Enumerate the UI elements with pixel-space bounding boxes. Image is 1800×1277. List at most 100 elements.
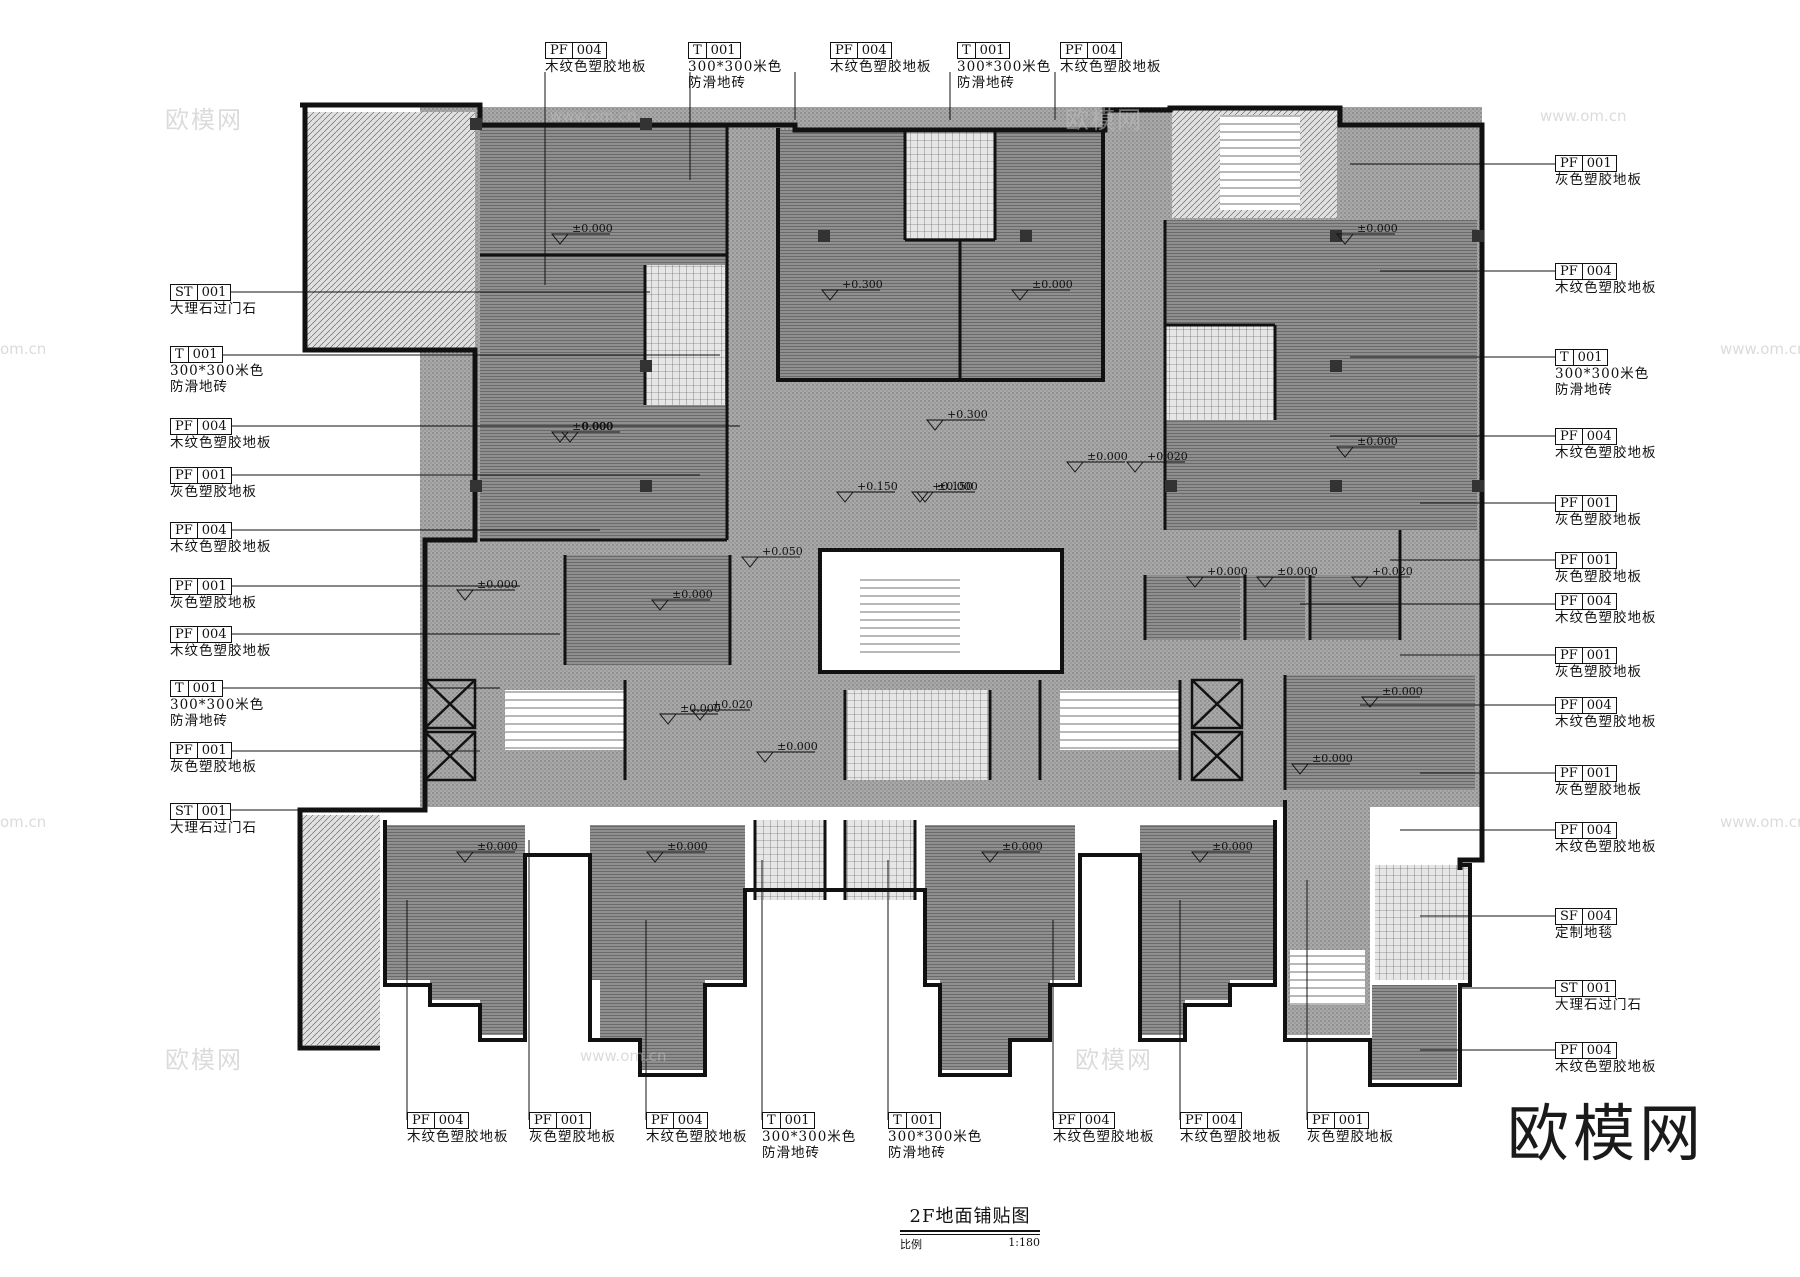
material-description: 防滑地砖 — [888, 1145, 946, 1161]
level-triangle — [658, 713, 678, 725]
level-triangle — [550, 431, 570, 443]
level-value: ±0.000 — [672, 588, 713, 601]
level-triangle — [1290, 763, 1310, 775]
room-e-small-3 — [1310, 575, 1400, 640]
level-triangle — [1190, 851, 1210, 863]
level-triangle — [820, 289, 840, 301]
level-value: +0.150 — [932, 480, 973, 493]
room-w-mid — [565, 555, 730, 665]
level-value: ±0.000 — [667, 840, 708, 853]
material-type: PF — [1556, 697, 1583, 714]
material-description: 木纹色塑胶地板 — [1180, 1129, 1282, 1145]
level-value: ±0.000 — [1212, 840, 1253, 853]
material-number: 001 — [1577, 349, 1603, 365]
level-triangle — [1010, 289, 1030, 301]
material-number: 001 — [1586, 155, 1612, 171]
material-description: 木纹色塑胶地板 — [1555, 280, 1657, 296]
room-s-2 — [590, 825, 745, 1070]
stair-e-elev — [1060, 690, 1180, 750]
outer-wall-north — [300, 102, 1485, 870]
material-description: 木纹色塑胶地板 — [1555, 1059, 1657, 1075]
material-description: 大理石过门石 — [1555, 997, 1642, 1013]
level-value: +0.150 — [857, 480, 898, 493]
level-value: ±0.000 — [1002, 840, 1043, 853]
level-triangle — [1065, 461, 1085, 473]
material-number: 004 — [201, 418, 227, 434]
column — [470, 118, 482, 130]
toilet-ne — [1165, 325, 1275, 420]
title-rule-thin — [900, 1234, 1040, 1235]
material-number: 001 — [201, 467, 227, 483]
material-type: T — [958, 42, 976, 59]
material-description: 300*300米色 — [170, 697, 265, 713]
scale-label: 比例 — [900, 1238, 922, 1251]
carpet-room — [1375, 865, 1470, 980]
material-number: 001 — [201, 578, 227, 594]
material-description: 木纹色塑胶地板 — [1555, 839, 1657, 855]
material-number: 004 — [201, 626, 227, 642]
material-type: T — [889, 1112, 907, 1129]
drawing-title-block: 2F地面铺贴图 比例 1:180 — [900, 1202, 1040, 1252]
material-type: PF — [1556, 552, 1583, 569]
material-description: 灰色塑胶地板 — [1555, 172, 1642, 188]
material-type: SF — [1556, 908, 1583, 925]
material-number: 004 — [201, 522, 227, 538]
material-type: ST — [171, 803, 198, 820]
outer-wall-south — [383, 820, 1277, 1077]
level-triangle — [1255, 576, 1275, 588]
column — [818, 230, 830, 242]
material-description: 300*300米色 — [762, 1129, 857, 1145]
level-triangle — [645, 851, 665, 863]
material-type: PF — [171, 418, 198, 435]
material-type: PF — [530, 1112, 557, 1129]
level-value: ±0.000 — [680, 702, 721, 715]
material-type: PF — [1556, 822, 1583, 839]
material-number: 001 — [201, 803, 227, 819]
core-wall — [776, 128, 1105, 382]
material-description: 灰色塑胶地板 — [529, 1129, 616, 1145]
column — [1472, 230, 1484, 242]
level-value: +0.020 — [1147, 450, 1188, 463]
level-value: ±0.000 — [777, 740, 818, 753]
material-type: PF — [1181, 1112, 1208, 1129]
material-description: 木纹色塑胶地板 — [170, 435, 272, 451]
brand-logo-text: 欧模网 — [1506, 1097, 1705, 1170]
material-number: 001 — [1338, 1112, 1364, 1128]
material-description: 300*300米色 — [688, 59, 783, 75]
material-description: 灰色塑胶地板 — [1307, 1129, 1394, 1145]
level-triangle — [560, 431, 580, 443]
material-number: 004 — [1586, 593, 1612, 609]
level-triangle — [1125, 461, 1145, 473]
